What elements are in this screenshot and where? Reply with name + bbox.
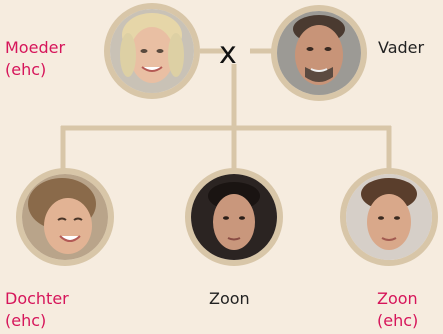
young-man-portrait-icon — [191, 174, 277, 260]
son-right-label: Zoon (ehc) — [377, 288, 418, 332]
daughter-label: Dochter (ehc) — [5, 288, 69, 332]
mother-photo — [104, 3, 200, 99]
mother-status: (ehc) — [5, 60, 47, 79]
son-center-name: Zoon — [209, 289, 250, 308]
young-man-portrait-icon — [346, 174, 432, 260]
man-portrait-icon — [277, 11, 361, 95]
mother-name: Moeder — [5, 38, 66, 57]
father-label: Vader — [378, 37, 424, 59]
father-photo — [271, 5, 367, 101]
mother-label: Moeder (ehc) — [5, 37, 65, 81]
father-name: Vader — [378, 38, 425, 57]
son-right-status: (ehc) — [377, 311, 419, 330]
daughter-status: (ehc) — [5, 311, 47, 330]
son-right-photo — [340, 168, 438, 266]
woman-portrait-icon — [110, 9, 194, 93]
marriage-symbol: x — [219, 36, 237, 71]
daughter-photo — [16, 168, 114, 266]
daughter-name: Dochter — [5, 289, 69, 308]
girl-portrait-icon — [22, 174, 108, 260]
son-right-name: Zoon — [377, 289, 418, 308]
son-center-photo — [185, 168, 283, 266]
son-center-label: Zoon — [209, 288, 250, 310]
